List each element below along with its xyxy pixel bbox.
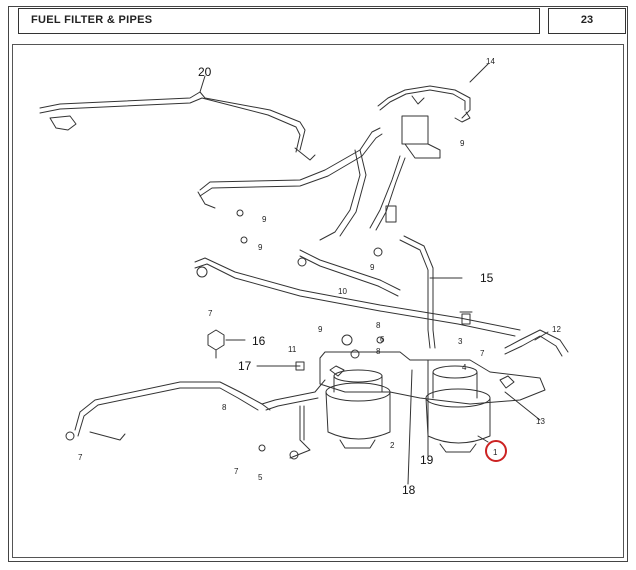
callout-4: 4 <box>462 363 467 372</box>
pipe-middle <box>194 257 521 331</box>
callout-5: 5 <box>258 473 263 482</box>
callout-9d: 9 <box>370 263 375 272</box>
pipe-12 <box>504 329 569 353</box>
callout-19: 19 <box>420 453 434 467</box>
bolt-17 <box>261 361 305 371</box>
callout-7c: 7 <box>78 453 83 462</box>
callout-7a: 7 <box>208 309 213 318</box>
callout-10: 10 <box>338 287 347 296</box>
callout-9b: 9 <box>262 215 267 224</box>
diagram-title: FUEL FILTER & PIPES <box>31 14 153 26</box>
callout-16: 16 <box>252 334 266 348</box>
pipe-upper <box>199 127 381 191</box>
filter-head-bracket <box>319 351 546 405</box>
callout-14: 14 <box>486 57 495 66</box>
callout-9c: 9 <box>258 243 263 252</box>
callout-13: 13 <box>536 417 545 426</box>
callout-2: 2 <box>390 441 395 450</box>
page-number-cell: 23 <box>548 8 626 34</box>
callout-8c: 8 <box>376 347 381 356</box>
highlight-circle <box>485 440 507 462</box>
filter-2 <box>325 369 391 449</box>
callout-8b: 8 <box>222 403 227 412</box>
callout-1: 1 <box>493 448 498 457</box>
page-frame <box>8 6 628 562</box>
pipe-14 <box>377 85 471 119</box>
pipe-20-inner <box>39 97 301 153</box>
callout-3: 3 <box>458 337 463 346</box>
pipe-20-end <box>49 115 77 131</box>
page-number: 23 <box>580 14 594 26</box>
callout-9e: 9 <box>318 325 323 334</box>
callout-9a: 9 <box>460 139 465 148</box>
bolt-16 <box>207 329 225 351</box>
callout-20: 20 <box>198 65 212 79</box>
callout-17: 17 <box>238 359 252 373</box>
pipe-20 <box>39 91 306 151</box>
callout-12: 12 <box>552 325 561 334</box>
fitting-14-a <box>401 115 429 145</box>
drawing-area <box>12 44 624 558</box>
callout-18: 18 <box>402 483 416 497</box>
callout-7d: 7 <box>234 467 239 476</box>
pipe-8 <box>74 381 271 431</box>
callout-7b: 7 <box>480 349 485 358</box>
callout-15: 15 <box>480 271 494 285</box>
callout-8a: 8 <box>376 321 381 330</box>
pipe-15 <box>399 239 431 349</box>
filter-1 <box>425 365 491 453</box>
title-cell: FUEL FILTER & PIPES <box>18 8 540 34</box>
callout-11: 11 <box>288 345 297 354</box>
callout-6: 6 <box>380 335 385 344</box>
